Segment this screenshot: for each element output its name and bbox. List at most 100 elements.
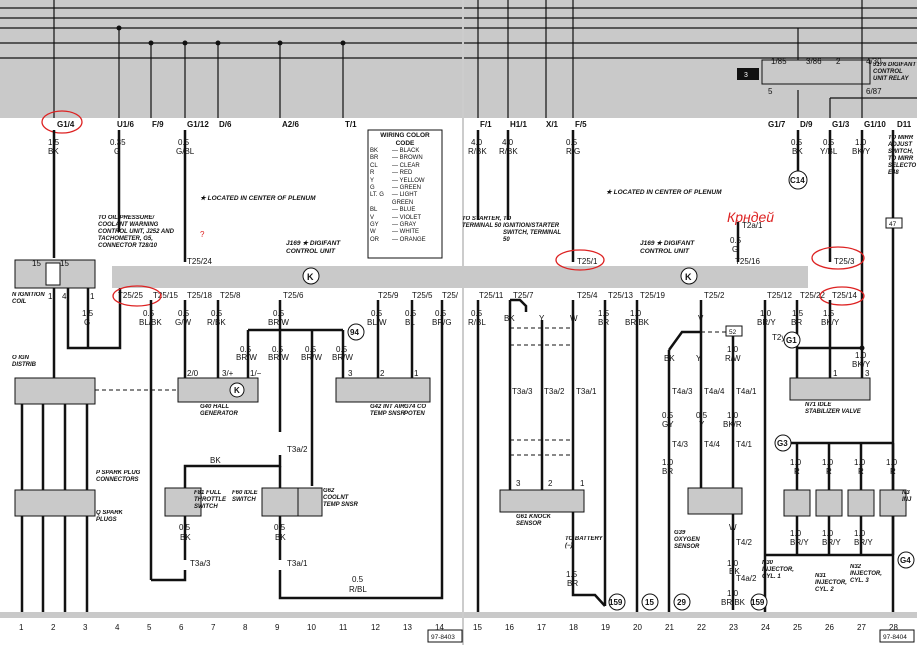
svg-text:1.0: 1.0 bbox=[855, 138, 867, 147]
g61-label: G61 KNOCK SENSOR bbox=[516, 514, 552, 527]
svg-text:G1/10: G1/10 bbox=[864, 120, 886, 129]
j176-label: J176 DIGIFANT CONTROL UNIT RELAY bbox=[873, 62, 917, 82]
relay-tag: 3 bbox=[744, 72, 748, 79]
g40-label: G40 HALL GENERATOR bbox=[200, 404, 238, 417]
knock-sensor bbox=[499, 489, 585, 513]
svg-text:Y: Y bbox=[539, 314, 545, 323]
svg-text:BK: BK bbox=[180, 533, 191, 542]
svg-text:0.5: 0.5 bbox=[435, 309, 447, 318]
f81-label: F81 FULL THROTTLE SWITCH bbox=[194, 490, 226, 510]
left-top-connectors: G1/4 U1/6 F/9 G1/12 D/6 A2/6 T/1 bbox=[57, 120, 357, 129]
svg-text:4: 4 bbox=[62, 292, 67, 301]
svg-text:BR/G: BR/G bbox=[432, 318, 452, 327]
svg-text:159: 159 bbox=[751, 598, 765, 607]
connector-label: T/1 bbox=[345, 120, 357, 129]
pin-t25-3: T25/3 bbox=[834, 257, 855, 266]
svg-text:G/W: G/W bbox=[175, 318, 191, 327]
annotation-circle bbox=[811, 246, 865, 270]
tag-52: 52 bbox=[729, 329, 737, 336]
connector-label: D/6 bbox=[219, 120, 232, 129]
svg-text:BR: BR bbox=[567, 579, 578, 588]
svg-text:Y/BL: Y/BL bbox=[820, 147, 838, 156]
column-number: 7 bbox=[211, 623, 216, 632]
svg-text:GY: GY bbox=[662, 420, 674, 429]
svg-text:1.5: 1.5 bbox=[792, 309, 804, 318]
column-number: 25 bbox=[793, 623, 802, 632]
svg-text:G1: G1 bbox=[786, 336, 797, 345]
annotation-circle bbox=[112, 285, 162, 307]
connector-label: G1/4 bbox=[57, 120, 75, 129]
svg-text:1: 1 bbox=[414, 369, 419, 378]
column-number: 9 bbox=[275, 623, 280, 632]
color-code-title: WIRING COLOR CODE bbox=[380, 132, 430, 147]
svg-text:1: 1 bbox=[48, 292, 53, 301]
g74-label: G74 CO POTEN bbox=[404, 404, 427, 417]
g62-label: G62 COOLNT TEMP SNSR bbox=[323, 488, 358, 508]
svg-text:2: 2 bbox=[548, 479, 553, 488]
svg-text:R/BK: R/BK bbox=[207, 318, 226, 327]
svg-text:3/+: 3/+ bbox=[222, 369, 234, 378]
column-number: 24 bbox=[761, 623, 770, 632]
svg-text:1.0: 1.0 bbox=[854, 458, 866, 467]
annotation-mark: ? bbox=[200, 230, 205, 239]
unit-pin: T25/15 bbox=[153, 291, 178, 300]
svg-text:T4a/3: T4a/3 bbox=[672, 387, 693, 396]
svg-text:0.5: 0.5 bbox=[240, 345, 252, 354]
svg-text:BK: BK bbox=[275, 533, 286, 542]
right-bus-lines bbox=[464, 0, 917, 118]
unit-pin: T25/5 bbox=[412, 291, 433, 300]
svg-text:1/85: 1/85 bbox=[771, 57, 787, 66]
column-number: 17 bbox=[537, 623, 546, 632]
color-code-row: OR— ORANGE bbox=[370, 236, 426, 243]
column-number: 12 bbox=[371, 623, 380, 632]
g39-label: G39 OXYGEN SENSOR bbox=[674, 530, 700, 550]
svg-text:BL/W: BL/W bbox=[367, 318, 387, 327]
spark-connectors-label: P SPARK PLUG CONNECTORS bbox=[96, 470, 141, 483]
svg-text:1.0: 1.0 bbox=[662, 458, 674, 467]
svg-text:R: R bbox=[890, 467, 896, 476]
svg-text:15: 15 bbox=[32, 259, 41, 268]
color-code-row: R— RED bbox=[370, 170, 413, 177]
svg-text:BR/W: BR/W bbox=[236, 353, 257, 362]
svg-text:0.5: 0.5 bbox=[336, 345, 348, 354]
bottom-reference-circles: 159 15 29 159 bbox=[608, 593, 768, 611]
svg-text:V: V bbox=[698, 314, 704, 323]
svg-text:G1/7: G1/7 bbox=[768, 120, 786, 129]
svg-text:3: 3 bbox=[865, 369, 870, 378]
svg-text:T25/14: T25/14 bbox=[832, 291, 857, 300]
svg-text:K: K bbox=[685, 272, 692, 282]
unit-pin: T25/9 bbox=[378, 291, 399, 300]
svg-text:T4a/1: T4a/1 bbox=[736, 387, 757, 396]
svg-text:1.0: 1.0 bbox=[727, 589, 739, 598]
svg-text:D/9: D/9 bbox=[800, 120, 813, 129]
left-unit-pins: T25/25 T25/15 T25/18 T25/8 T25/6 T25/9 T… bbox=[118, 291, 459, 300]
ign-starter-note: TO IGNITION/STARTER SWITCH, TERMINAL 50 bbox=[503, 216, 561, 243]
svg-text:T4/1: T4/1 bbox=[736, 440, 753, 449]
svg-text:T25/2: T25/2 bbox=[704, 291, 725, 300]
svg-text:R/BK: R/BK bbox=[468, 147, 487, 156]
svg-text:BR/Y: BR/Y bbox=[757, 318, 776, 327]
svg-text:4.0: 4.0 bbox=[502, 138, 514, 147]
column-number: 11 bbox=[339, 623, 348, 632]
wire-size: 0.35 bbox=[110, 138, 126, 147]
left-top-wires bbox=[52, 130, 187, 262]
idle-stabilizer-valve bbox=[789, 377, 871, 401]
svg-text:T3a/1: T3a/1 bbox=[576, 387, 597, 396]
column-number: 23 bbox=[729, 623, 738, 632]
svg-text:1/−: 1/− bbox=[250, 369, 262, 378]
spark-plugs-label: Q SPARK PLUGS bbox=[96, 510, 123, 523]
svg-text:G1/3: G1/3 bbox=[832, 120, 850, 129]
color-code-row: GY— GRAY bbox=[370, 222, 417, 229]
spark-plug-connectors bbox=[14, 489, 96, 517]
wire-color: G bbox=[114, 147, 120, 156]
svg-text:15: 15 bbox=[645, 598, 654, 607]
svg-text:1.0: 1.0 bbox=[790, 458, 802, 467]
svg-text:T3a/3: T3a/3 bbox=[190, 559, 211, 568]
column-number: 18 bbox=[569, 623, 578, 632]
svg-text:1.5: 1.5 bbox=[82, 309, 94, 318]
tag-94 bbox=[347, 323, 365, 341]
column-number: 3 bbox=[83, 623, 88, 632]
hall-generator bbox=[177, 377, 259, 403]
svg-text:94: 94 bbox=[350, 328, 359, 337]
